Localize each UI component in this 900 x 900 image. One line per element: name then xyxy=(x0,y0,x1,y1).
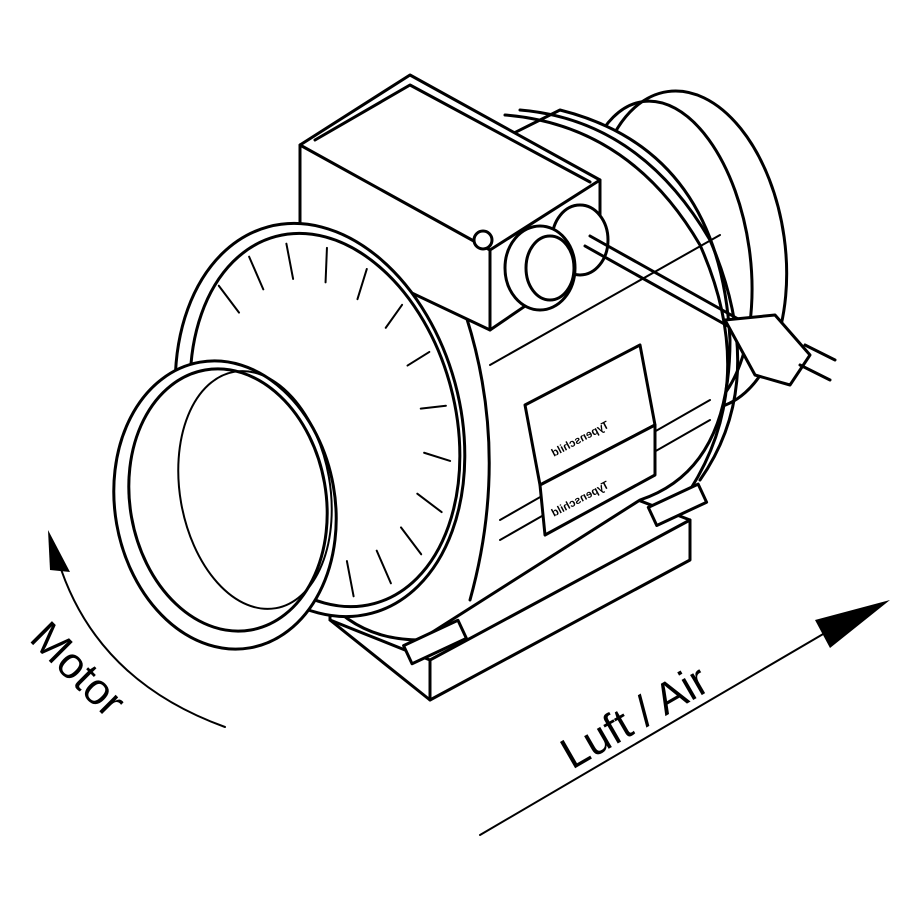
flange-rib xyxy=(324,246,328,284)
mounting-clamps xyxy=(402,482,709,666)
motor-rotation-arrow xyxy=(48,530,226,728)
flange-rib xyxy=(406,350,431,367)
airflow-arrow xyxy=(479,600,890,836)
flange-rib xyxy=(248,255,265,291)
flange-rib xyxy=(356,267,368,301)
flange-rib xyxy=(416,492,443,514)
power-cable-plug xyxy=(583,234,837,387)
flange-rib xyxy=(375,549,392,585)
flange-rib xyxy=(423,451,452,462)
flange-rib xyxy=(285,242,295,280)
front-duct-opening xyxy=(112,359,338,651)
motor-label: Motor xyxy=(21,612,135,726)
flange-rib xyxy=(384,303,404,329)
flange-rib xyxy=(399,526,423,556)
speed-control-knob[interactable] xyxy=(503,203,610,312)
airflow-label: Luft / Air xyxy=(553,656,717,779)
nameplate: Typenschild Typenschild xyxy=(523,343,657,537)
flange-rib xyxy=(217,284,241,314)
flange-rib xyxy=(419,404,447,410)
flange-rib xyxy=(345,560,355,598)
